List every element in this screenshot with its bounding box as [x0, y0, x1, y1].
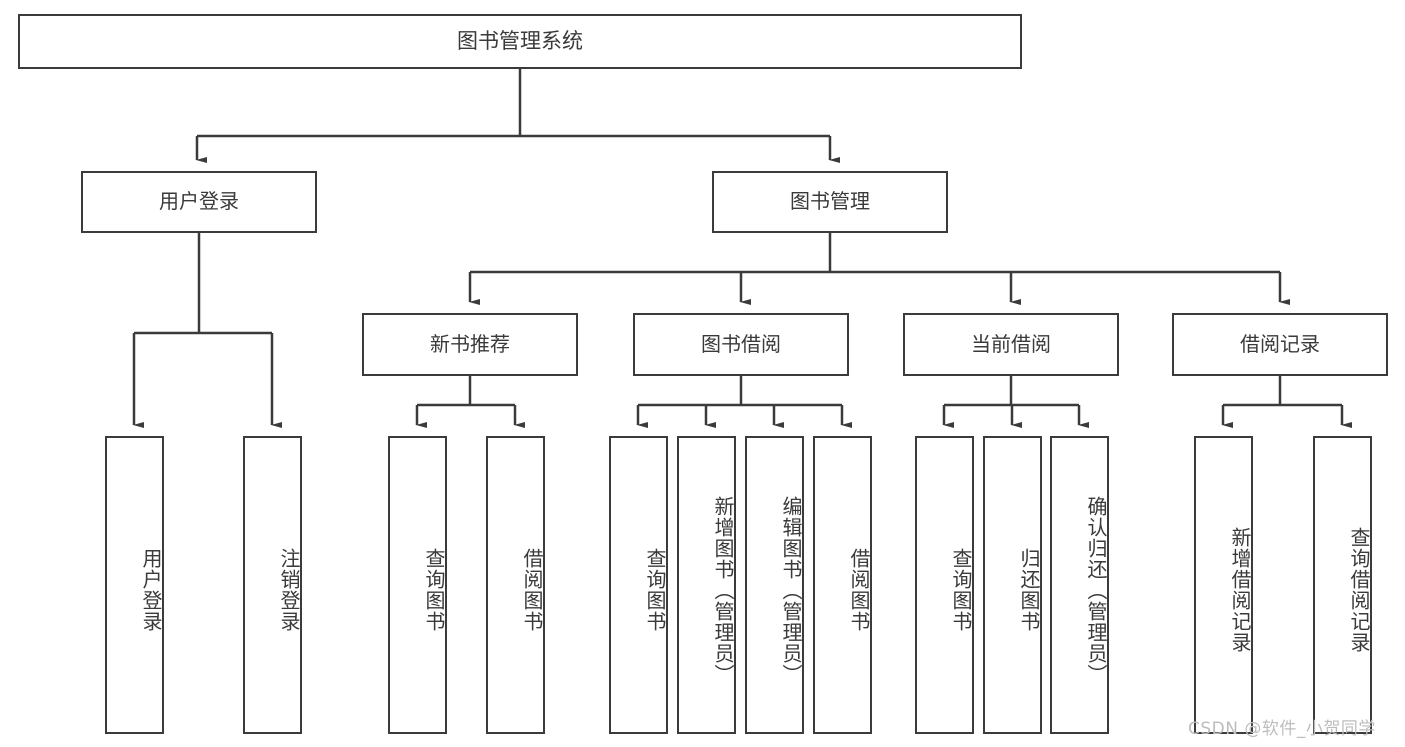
node-book-borrow[interactable]: 图书借阅 — [633, 313, 849, 376]
node-leaf-user-login[interactable]: 用户登录 — [105, 436, 164, 734]
node-leaf-user-logout-label: 注销登录 — [277, 548, 301, 632]
node-leaf-user-logout[interactable]: 注销登录 — [243, 436, 302, 734]
node-root-title[interactable]: 图书管理系统 — [18, 14, 1022, 69]
node-book-manage-label: 图书管理 — [790, 189, 870, 214]
node-leaf-query-book-1-label: 查询图书 — [422, 548, 446, 632]
node-user-login[interactable]: 用户登录 — [81, 171, 317, 233]
node-leaf-user-login-label: 用户登录 — [139, 548, 163, 632]
node-leaf-query-book-2[interactable]: 查询图书 — [609, 436, 668, 734]
node-book-borrow-label: 图书借阅 — [701, 331, 781, 356]
node-leaf-edit-book[interactable]: 编辑图书（管理员） — [745, 436, 804, 734]
node-new-book-recommend[interactable]: 新书推荐 — [362, 313, 578, 376]
node-leaf-add-book-label: 新增图书（管理员） — [711, 495, 735, 685]
node-leaf-query-book-3-label: 查询图书 — [949, 548, 973, 632]
node-leaf-confirm-return[interactable]: 确认归还（管理员） — [1050, 436, 1109, 734]
node-current-borrow-label: 当前借阅 — [971, 331, 1051, 356]
node-leaf-return-book[interactable]: 归还图书 — [983, 436, 1042, 734]
node-leaf-add-record[interactable]: 新增借阅记录 — [1194, 436, 1253, 734]
node-user-login-label: 用户登录 — [159, 189, 239, 214]
node-root-label: 图书管理系统 — [457, 29, 583, 54]
csdn-watermark: CSDN @软件_小贺同学 — [1188, 719, 1376, 739]
node-leaf-borrow-book-2-label: 借阅图书 — [847, 548, 871, 632]
node-leaf-query-book-3[interactable]: 查询图书 — [915, 436, 974, 734]
node-leaf-return-book-label: 归还图书 — [1017, 548, 1041, 632]
node-book-manage[interactable]: 图书管理 — [712, 171, 948, 233]
node-leaf-edit-book-label: 编辑图书（管理员） — [779, 495, 803, 685]
node-leaf-query-record-label: 查询借阅记录 — [1347, 527, 1371, 653]
node-leaf-add-book[interactable]: 新增图书（管理员） — [677, 436, 736, 734]
node-leaf-borrow-book-1[interactable]: 借阅图书 — [486, 436, 545, 734]
node-current-borrow[interactable]: 当前借阅 — [903, 313, 1119, 376]
node-borrow-record[interactable]: 借阅记录 — [1172, 313, 1388, 376]
node-leaf-query-record[interactable]: 查询借阅记录 — [1313, 436, 1372, 734]
node-leaf-query-book-1[interactable]: 查询图书 — [388, 436, 447, 734]
node-leaf-confirm-return-label: 确认归还（管理员） — [1084, 495, 1108, 685]
node-leaf-borrow-book-1-label: 借阅图书 — [520, 548, 544, 632]
node-leaf-query-book-2-label: 查询图书 — [643, 548, 667, 632]
node-leaf-add-record-label: 新增借阅记录 — [1228, 527, 1252, 653]
node-new-book-recommend-label: 新书推荐 — [430, 331, 510, 356]
node-leaf-borrow-book-2[interactable]: 借阅图书 — [813, 436, 872, 734]
node-borrow-record-label: 借阅记录 — [1240, 331, 1320, 356]
